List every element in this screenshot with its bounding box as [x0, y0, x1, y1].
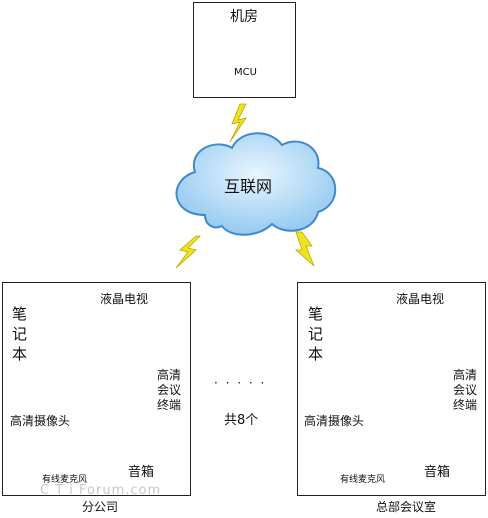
hq-meeting-room-box: [297, 282, 486, 496]
branch-camera-label: 高清摄像头: [10, 414, 71, 428]
lightning-icon: [294, 231, 315, 267]
hq-laptop-label: 笔记本: [308, 305, 324, 363]
server-room-box: [193, 2, 296, 98]
branch-speaker-label: 音箱: [128, 465, 155, 480]
branch-office-box: [2, 282, 191, 496]
internet-label: 互联网: [224, 177, 273, 196]
ellipsis-dots: · · · · ·: [214, 376, 267, 390]
server-room-title: 机房: [230, 9, 258, 25]
branch-mic-label: 有线麦克风: [42, 475, 88, 485]
watermark-text: C T i Forum.com: [40, 483, 162, 498]
branch-laptop-label: 笔记本: [12, 305, 28, 363]
internet-cloud: [175, 132, 337, 236]
branch-terminal-label: 高清会议终端: [156, 368, 181, 412]
mcu-label: MCU: [234, 67, 257, 78]
terminal-count-label: 共8个: [224, 413, 259, 428]
hq-caption: 总部会议室: [376, 500, 437, 514]
hq-terminal-label: 高清会议终端: [452, 368, 477, 412]
hq-speaker-label: 音箱: [424, 465, 451, 480]
hq-tv-label: 液晶电视: [396, 292, 445, 306]
branch-tv-label: 液晶电视: [100, 292, 149, 306]
hq-camera-label: 高清摄像头: [304, 414, 365, 428]
lightning-icon: [175, 235, 201, 269]
branch-caption: 分公司: [82, 500, 119, 514]
hq-mic-label: 有线麦克风: [340, 475, 386, 485]
lightning-icon: [229, 103, 247, 143]
